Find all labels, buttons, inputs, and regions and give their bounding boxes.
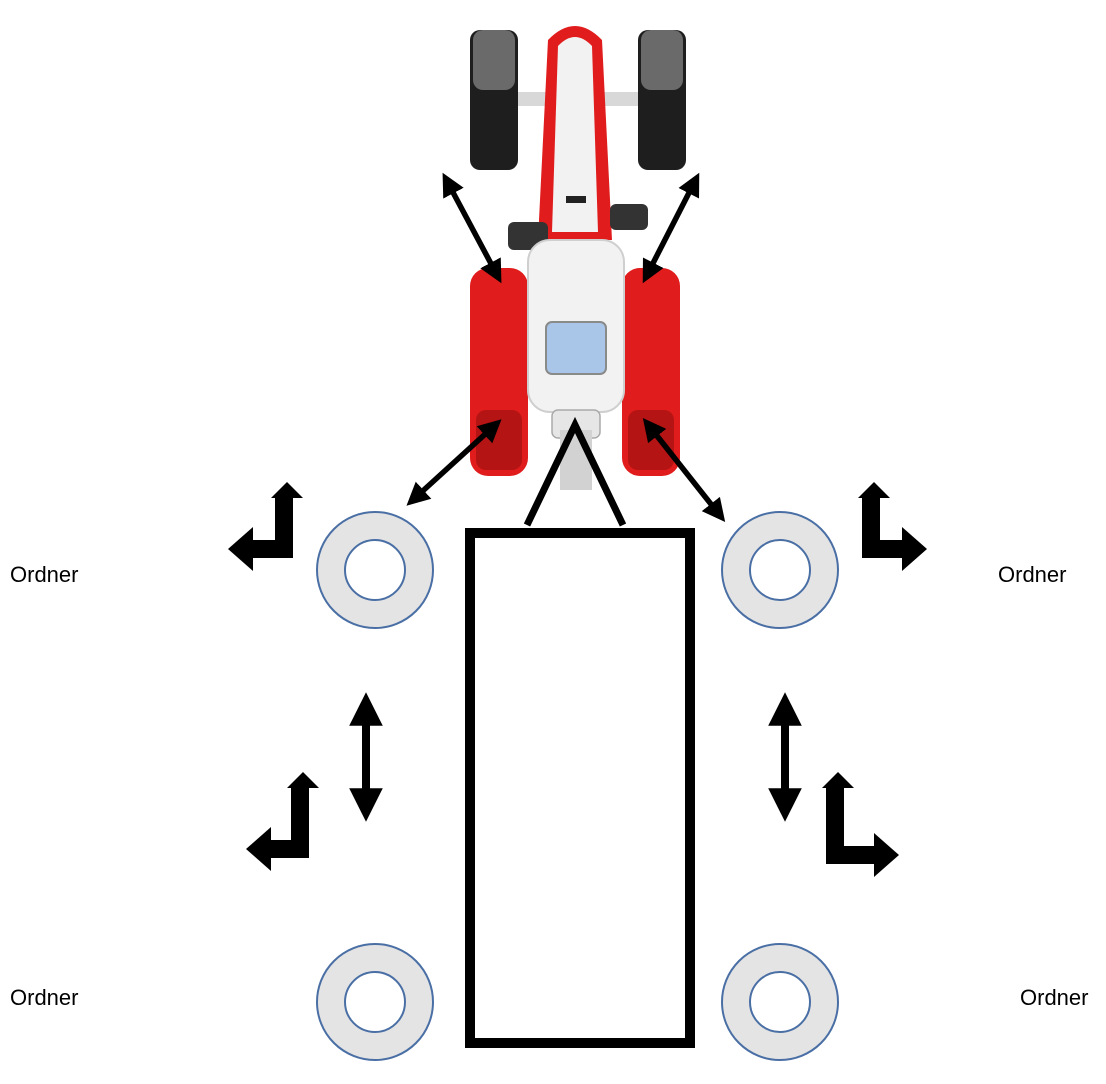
double-arrow-icon xyxy=(406,419,502,506)
hood-stripe xyxy=(552,37,598,232)
trailer xyxy=(465,416,695,1048)
left-fender-shadow xyxy=(476,410,522,470)
ring-marker-right-rear xyxy=(721,943,839,1061)
label-right-front: Ordner xyxy=(998,562,1067,587)
hood-grille xyxy=(566,196,586,203)
double-arrow-icon xyxy=(642,172,700,284)
drawbar xyxy=(523,416,627,527)
label-left-rear: Ordner xyxy=(10,985,79,1010)
right-fender-shadow xyxy=(628,410,674,470)
turn-arrow-icon xyxy=(822,772,899,877)
turn-arrow-icon xyxy=(246,772,319,871)
double-arrow-icon xyxy=(642,417,726,523)
double-arrow-icon xyxy=(442,172,502,284)
ring-marker-left-rear xyxy=(316,943,434,1061)
ring-marker-left-front xyxy=(316,511,434,629)
ring-marker-right-front xyxy=(721,511,839,629)
front-left-tire-highlight xyxy=(473,30,515,90)
front-right-tire-highlight xyxy=(641,30,683,90)
label-right-rear: Ordner xyxy=(1020,985,1089,1010)
cabin-roof-window xyxy=(545,321,607,375)
turn-arrow-icon xyxy=(858,482,927,571)
trailer-body xyxy=(465,528,695,1048)
double-arrows xyxy=(349,172,802,822)
right-engine-part xyxy=(610,204,648,230)
turn-arrow-icon xyxy=(228,482,303,571)
label-left-front: Ordner xyxy=(10,562,79,587)
